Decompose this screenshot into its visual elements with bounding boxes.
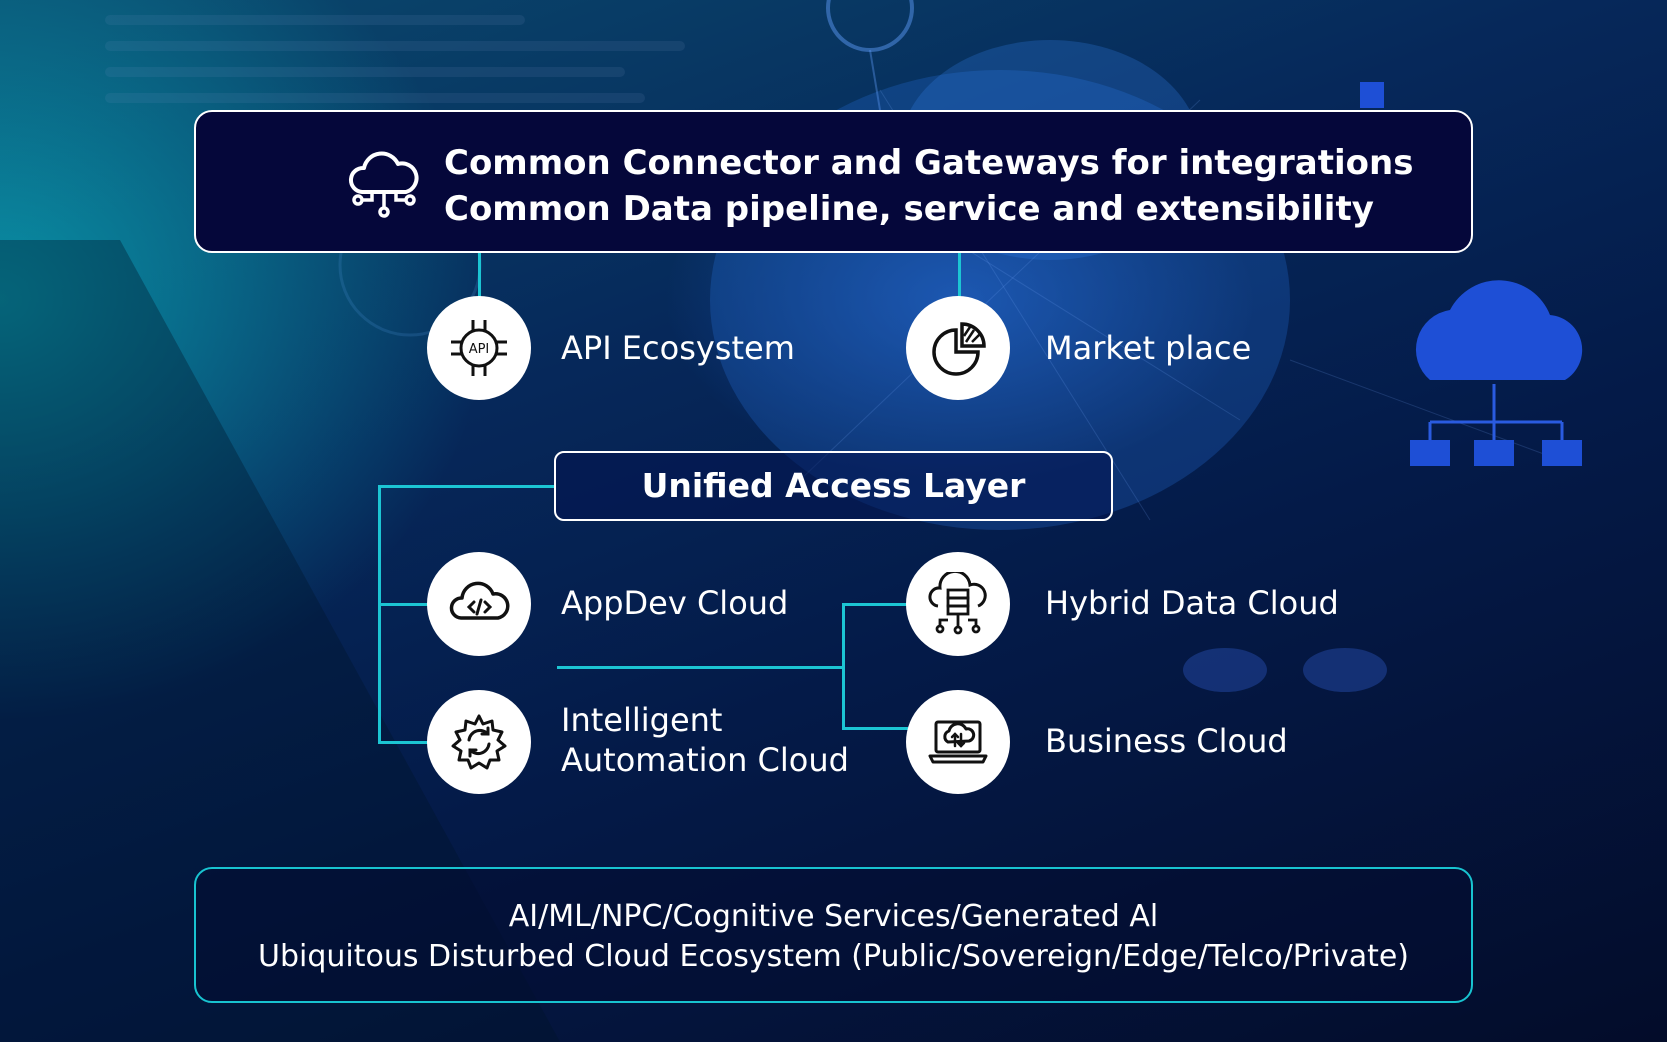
connector-right-vertical (842, 603, 845, 730)
hybrid-circle (906, 552, 1010, 656)
connector-business (842, 727, 908, 730)
cloud-network-icon (349, 151, 419, 218)
connector-hybrid (842, 603, 908, 606)
market-place-label: Market place (1045, 329, 1252, 367)
connector-left-vertical (378, 485, 381, 742)
bottom-box-line-1: AI/ML/NPC/Cognitive Services/Generated A… (508, 899, 1159, 934)
cloud-ecosystem-box: AI/ML/NPC/Cognitive Services/Generated A… (194, 867, 1473, 1003)
integration-gateway-box: Common Connector and Gateways for integr… (194, 110, 1473, 253)
unified-access-layer-box: Unified Access Layer (554, 451, 1113, 521)
api-ecosystem-label: API Ecosystem (561, 329, 795, 367)
connector-left-top-curve (378, 485, 398, 488)
integration-text: Common Connector and Gateways for integr… (444, 140, 1413, 232)
api-chip-icon: API (451, 320, 507, 376)
bottom-box-line-2: Ubiquitous Disturbed Cloud Ecosystem (Pu… (257, 939, 1409, 974)
top-box-line-2: Common Data pipeline, service and extens… (444, 189, 1374, 229)
automation-label-line-1: Intelligent (561, 701, 723, 739)
appdev-cloud-label: AppDev Cloud (561, 584, 789, 622)
automation-circle (427, 690, 531, 794)
connector-appdev (378, 603, 430, 606)
automation-label: Intelligent Automation Cloud (561, 700, 849, 780)
connector-top-right (958, 253, 961, 297)
market-circle (906, 296, 1010, 400)
laptop-cloud-icon (928, 720, 988, 764)
pie-chart-icon (932, 322, 986, 376)
api-circle: API (427, 296, 531, 400)
connector-automation (378, 741, 430, 744)
business-cloud-label: Business Cloud (1045, 722, 1288, 760)
connector-top-left (478, 253, 481, 297)
connector-ual-horizontal (394, 485, 554, 488)
cloud-server-icon (928, 572, 987, 635)
cloud-code-icon (449, 581, 510, 620)
automation-label-line-2: Automation Cloud (561, 741, 849, 779)
top-box-line-1: Common Connector and Gateways for integr… (444, 143, 1414, 183)
gear-sync-icon (451, 714, 507, 770)
hybrid-data-cloud-label: Hybrid Data Cloud (1045, 584, 1339, 622)
business-circle (906, 690, 1010, 794)
appdev-circle (427, 552, 531, 656)
connector-middle-horizontal (557, 666, 844, 669)
svg-text:API: API (469, 342, 490, 357)
